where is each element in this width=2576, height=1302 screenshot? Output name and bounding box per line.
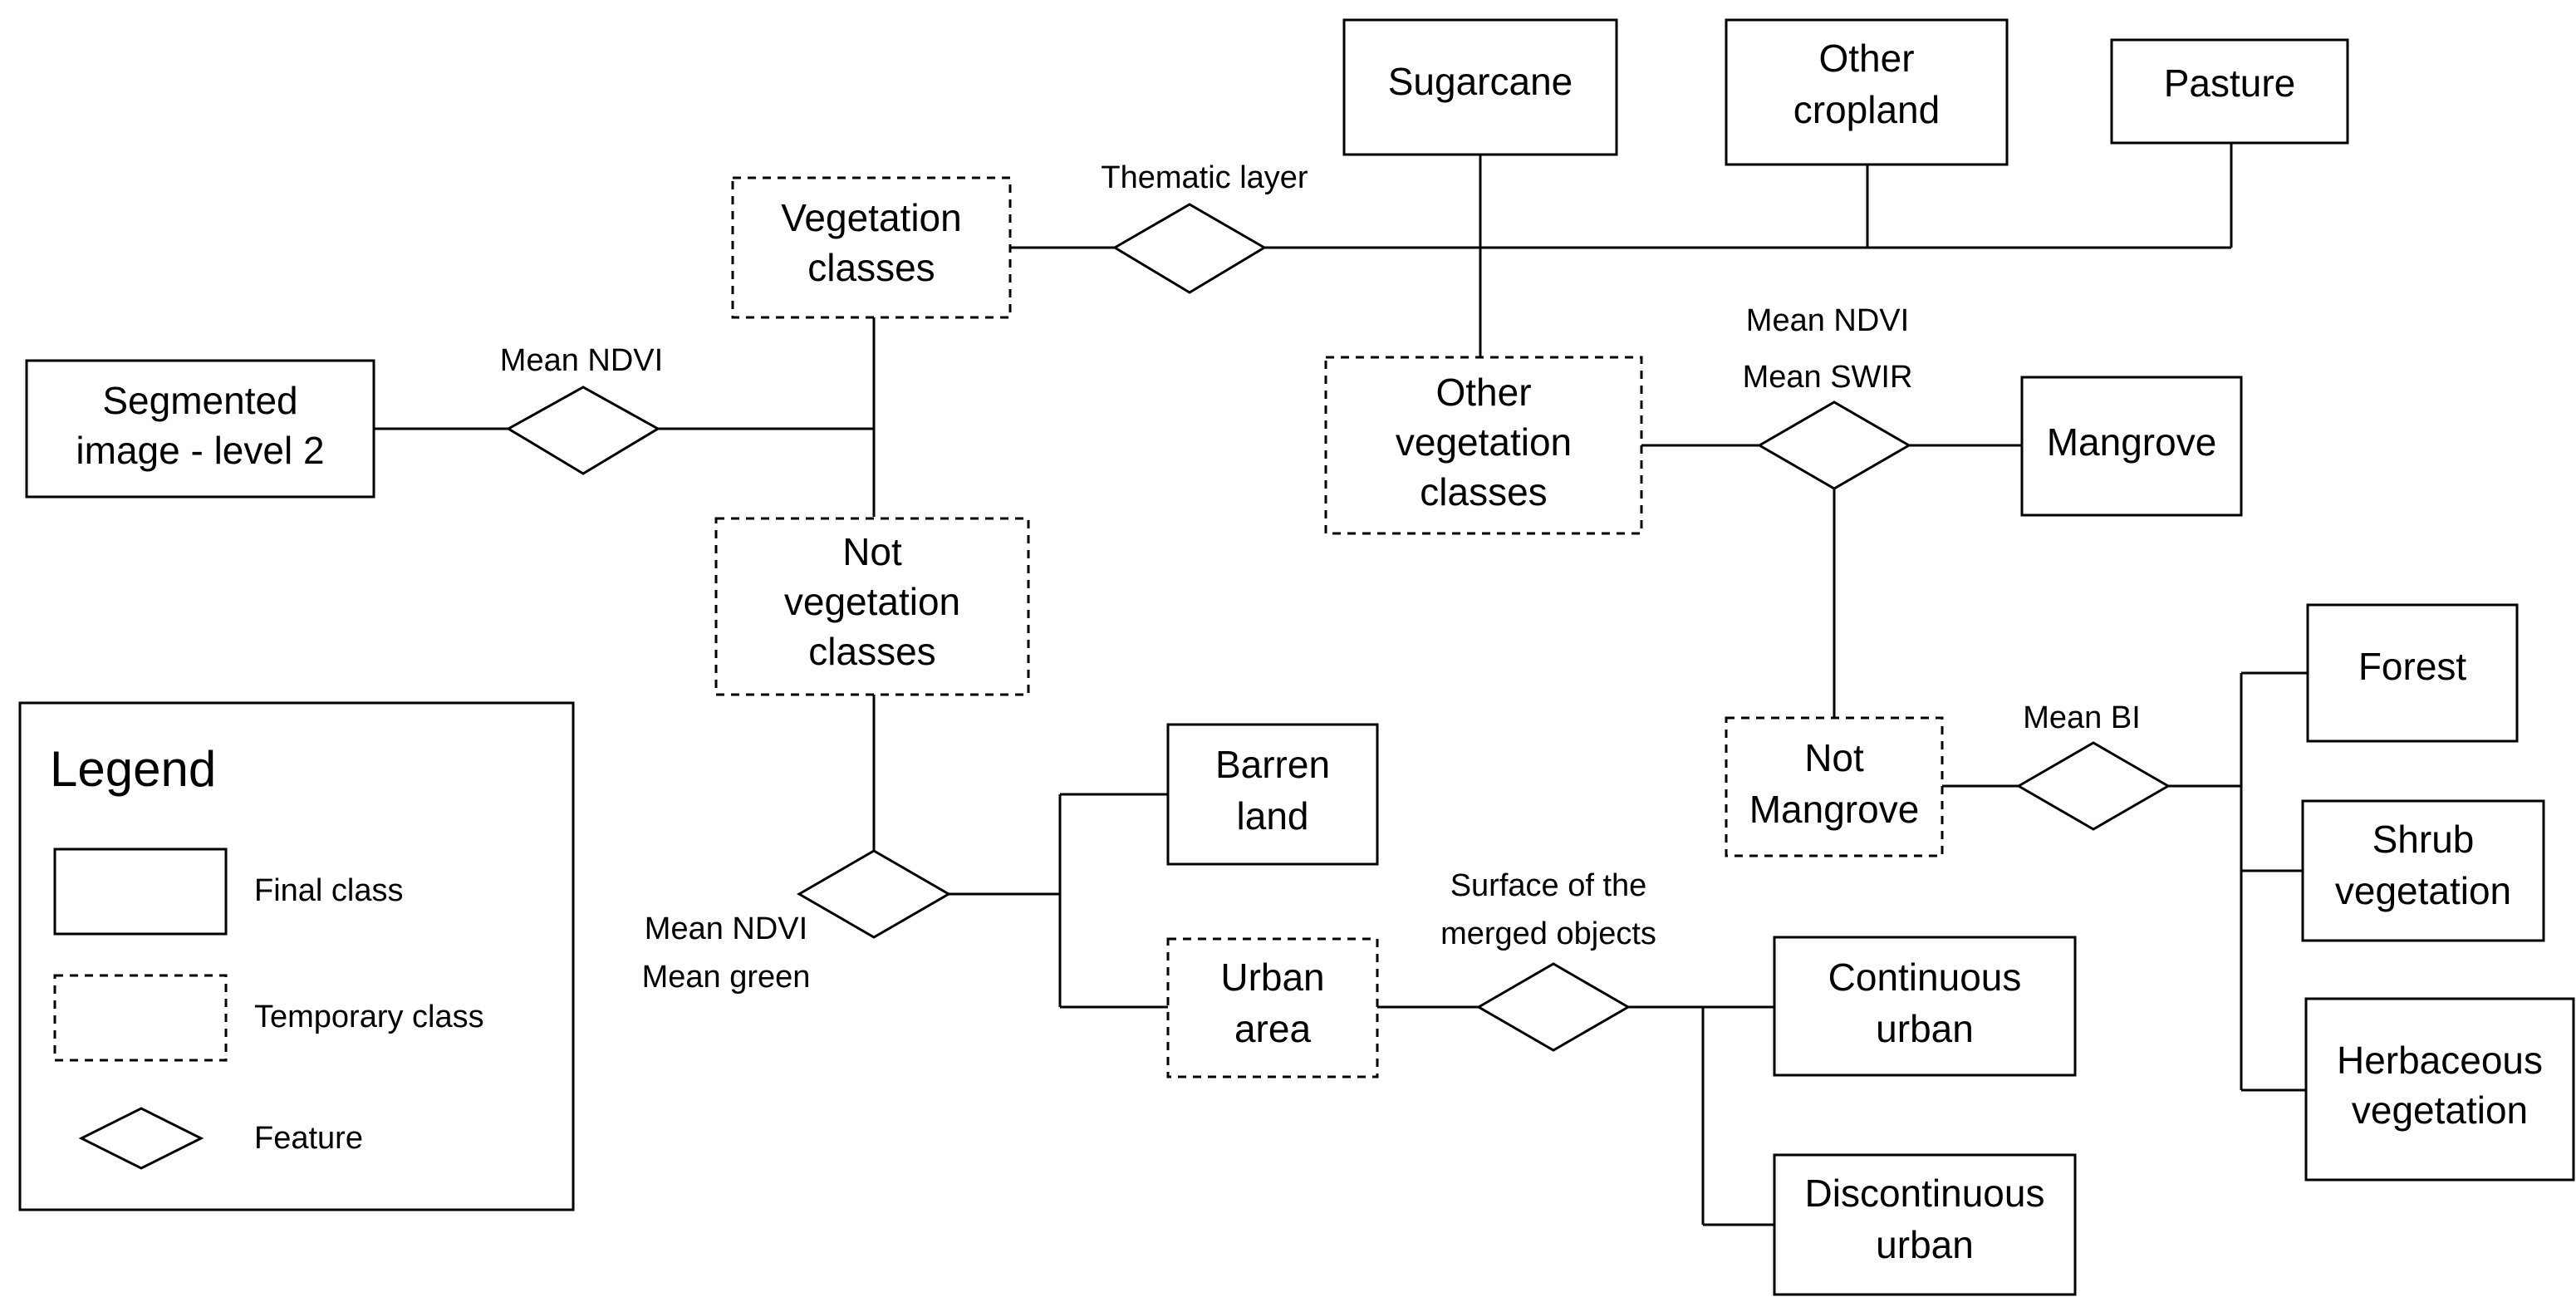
- node-not-vegetation-classes: Not vegetation classes: [714, 517, 1030, 696]
- node-pasture: Pasture: [2110, 38, 2349, 145]
- node-label: vegetation: [2335, 869, 2511, 912]
- node-label: classes: [1420, 470, 1547, 513]
- node-label: urban: [1876, 1223, 1974, 1266]
- node-label: vegetation: [1396, 420, 1572, 464]
- feature-label: merged objects: [1440, 916, 1656, 951]
- legend: Legend Final class Temporary class Featu…: [18, 701, 575, 1211]
- node-label: classes: [807, 246, 935, 289]
- node-other-vegetation-classes: Other vegetation classes: [1324, 356, 1643, 535]
- node-vegetation-classes: Vegetation classes: [731, 176, 1012, 319]
- feature-thematic-layer: Thematic layer: [1101, 160, 1308, 294]
- node-label: Sugarcane: [1388, 60, 1573, 103]
- node-label: Segmented: [102, 379, 297, 422]
- node-label: classes: [808, 630, 935, 673]
- node-herbaceous-vegetation: Herbaceous vegetation: [2304, 997, 2575, 1182]
- node-label: Other: [1818, 37, 1914, 80]
- node-urban-area: Urban area: [1166, 937, 1379, 1078]
- node-sugarcane: Sugarcane: [1342, 18, 1618, 156]
- legend-feature-label: Feature: [254, 1121, 363, 1156]
- node-label: urban: [1876, 1007, 1974, 1050]
- feature-label: Mean BI: [2023, 700, 2141, 735]
- node-label: Forest: [2358, 645, 2467, 688]
- feature-label: Thematic layer: [1101, 160, 1308, 195]
- node-label: area: [1234, 1007, 1311, 1050]
- node-label: Not: [1804, 736, 1864, 779]
- node-label: Continuous: [1828, 956, 2022, 999]
- legend-title: Legend: [50, 741, 216, 797]
- node-label: Not: [842, 530, 902, 573]
- node-mangrove: Mangrove: [2020, 376, 2243, 517]
- node-label: Urban: [1220, 956, 1324, 999]
- node-barren-land: Barren land: [1166, 723, 1379, 866]
- feature-mean-bi: Mean BI: [2016, 700, 2171, 831]
- feature-surface-merged-objects: Surface of the merged objects: [1440, 868, 1656, 1052]
- node-label: Vegetation: [781, 196, 961, 239]
- feature-mean-ndvi-swir: Mean NDVI Mean SWIR: [1743, 303, 1913, 490]
- feature-mean-ndvi: Mean NDVI: [500, 343, 663, 475]
- node-discontinuous-urban: Discontinuous urban: [1773, 1153, 2077, 1296]
- node-label: Herbaceous: [2337, 1039, 2543, 1082]
- node-label: Shrub: [2372, 818, 2475, 861]
- node-label: Mangrove: [2047, 420, 2217, 464]
- feature-label: Mean NDVI: [645, 911, 807, 946]
- feature-label: Mean NDVI: [500, 343, 663, 378]
- legend-feature-swatch: [78, 1107, 204, 1170]
- node-label: Discontinuous: [1805, 1172, 2045, 1215]
- feature-label: Mean SWIR: [1743, 360, 1913, 395]
- feature-label: Mean green: [642, 960, 811, 995]
- connectors: [374, 143, 2308, 1226]
- node-continuous-urban: Continuous urban: [1773, 936, 2077, 1077]
- node-label: vegetation: [784, 580, 960, 623]
- node-not-mangrove: Not Mangrove: [1725, 716, 1944, 857]
- legend-final-class-swatch: [53, 848, 228, 936]
- legend-temporary-class-label: Temporary class: [254, 1000, 484, 1034]
- legend-final-class-label: Final class: [254, 873, 404, 908]
- node-label: image - level 2: [76, 429, 324, 472]
- feature-label: Mean NDVI: [1746, 303, 1909, 338]
- feature-label: Surface of the: [1450, 868, 1647, 903]
- node-forest: Forest: [2306, 603, 2519, 743]
- legend-temporary-class-swatch: [53, 974, 228, 1062]
- node-shrub-vegetation: Shrub vegetation: [2301, 799, 2545, 942]
- node-other-cropland: Other cropland: [1725, 18, 2009, 166]
- node-label: Pasture: [2164, 61, 2296, 105]
- node-label: vegetation: [2352, 1088, 2528, 1132]
- node-label: Barren: [1215, 743, 1330, 786]
- node-label: land: [1237, 794, 1309, 838]
- node-label: Other: [1435, 371, 1531, 414]
- node-segmented-image: Segmented image - level 2: [25, 359, 375, 499]
- feature-mean-ndvi-green: Mean NDVI Mean green: [642, 849, 951, 995]
- node-label: cropland: [1793, 88, 1940, 131]
- node-label: Mangrove: [1749, 788, 1920, 831]
